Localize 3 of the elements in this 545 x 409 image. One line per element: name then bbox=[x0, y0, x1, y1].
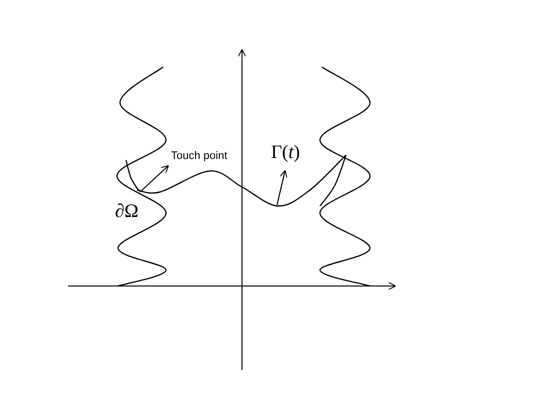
math-label: Γ(t) bbox=[271, 142, 300, 164]
math-label: ∂Ω bbox=[115, 201, 139, 223]
annotation-label: Touch point bbox=[171, 150, 228, 162]
